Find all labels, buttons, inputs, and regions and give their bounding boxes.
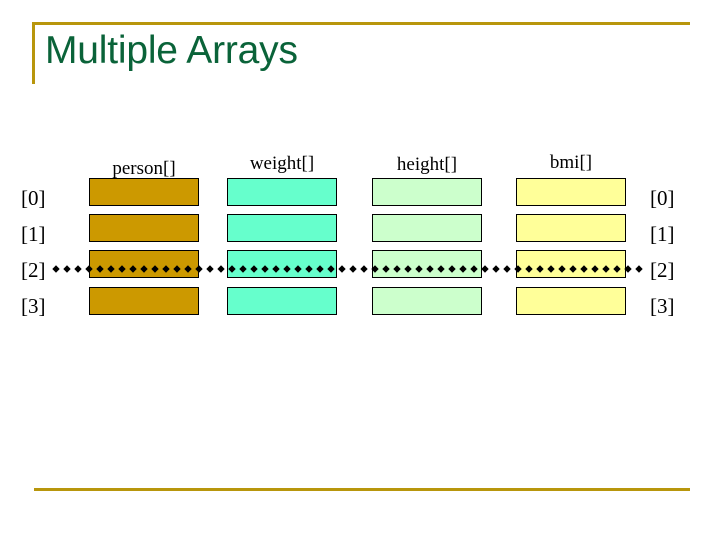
page-title: Multiple Arrays <box>45 29 298 72</box>
array-cell-weight-0[interactable] <box>227 178 337 206</box>
array-cell-person-1[interactable] <box>89 214 199 242</box>
title-decoration-border: Multiple Arrays <box>32 22 690 84</box>
array-cell-height-3[interactable] <box>372 287 482 315</box>
array-cell-bmi-3[interactable] <box>516 287 626 315</box>
array-cell-height-2[interactable] <box>372 250 482 278</box>
row-index-left-1: [1] <box>21 222 46 246</box>
row-index-left-2: [2] <box>21 258 46 282</box>
array-cell-person-2[interactable] <box>89 250 199 278</box>
row-index-right-2: [2] <box>650 258 675 282</box>
row-index-left-0: [0] <box>21 186 46 210</box>
column-header-person: person[] <box>112 158 176 179</box>
column-header-weight: weight[] <box>249 153 315 174</box>
array-cell-weight-2[interactable] <box>227 250 337 278</box>
row-index-left-3: [3] <box>21 294 46 318</box>
column-header-bmi: bmi[] <box>549 152 593 173</box>
array-cell-height-1[interactable] <box>372 214 482 242</box>
array-cell-weight-1[interactable] <box>227 214 337 242</box>
row-index-right-3: [3] <box>650 294 675 318</box>
column-header-height: height[] <box>396 154 458 175</box>
array-cell-person-0[interactable] <box>89 178 199 206</box>
array-cell-bmi-1[interactable] <box>516 214 626 242</box>
array-cell-bmi-2[interactable] <box>516 250 626 278</box>
array-cell-height-0[interactable] <box>372 178 482 206</box>
row-index-right-1: [1] <box>650 222 675 246</box>
array-cell-person-3[interactable] <box>89 287 199 315</box>
row-index-right-0: [0] <box>650 186 675 210</box>
footer-rule <box>34 488 690 491</box>
array-cell-bmi-0[interactable] <box>516 178 626 206</box>
array-cell-weight-3[interactable] <box>227 287 337 315</box>
